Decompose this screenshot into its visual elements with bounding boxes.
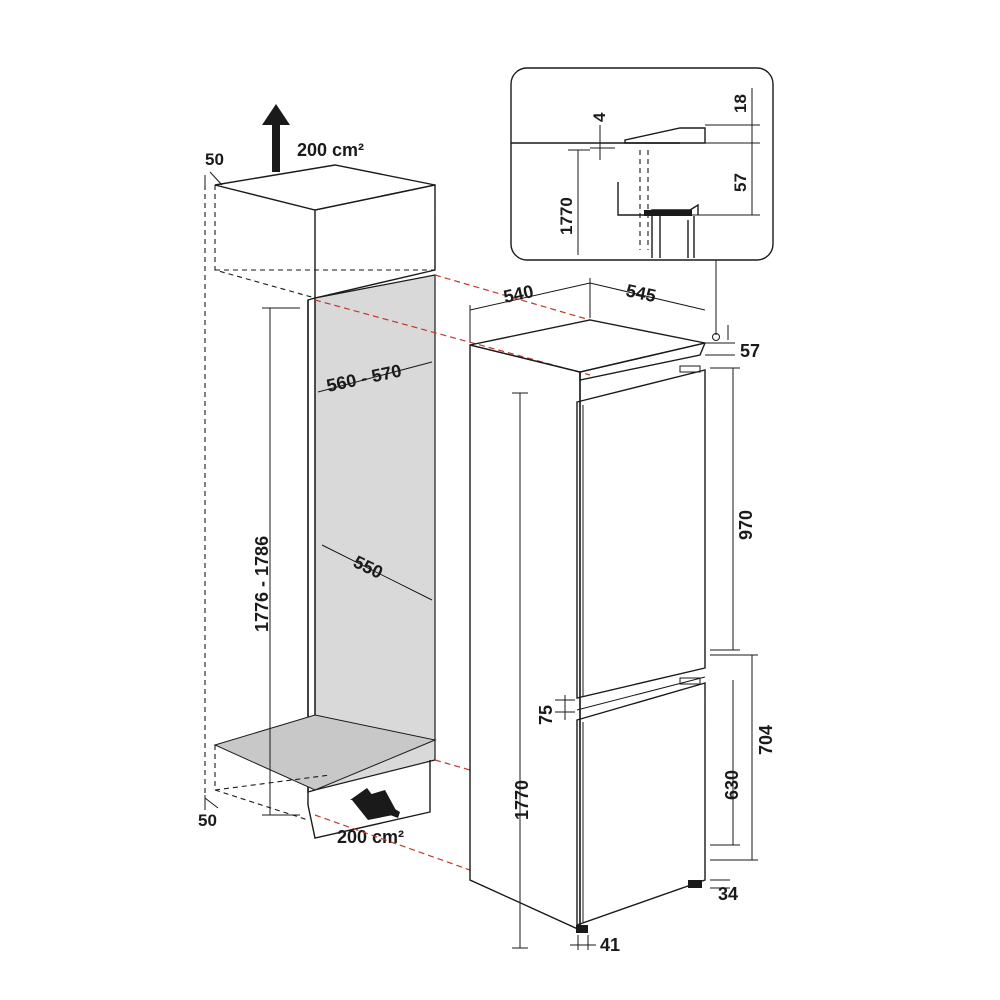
foot-depth-dim: 41: [570, 935, 620, 955]
detail-pointer: [712, 333, 720, 341]
lower-upper-dim: 704: [710, 654, 776, 861]
appliance-depth-label: 545: [624, 280, 658, 306]
detail-label-4: 4: [590, 112, 609, 122]
appliance-width-label: 540: [502, 281, 536, 307]
upper-door: [576, 369, 706, 699]
lower-door: [576, 682, 706, 926]
arrow-up-icon: [262, 104, 290, 172]
vent-bottom-label: 200 cm²: [337, 827, 404, 847]
upper-height-label: 970: [736, 510, 756, 540]
niche-height-label: 1776 - 1786: [252, 536, 272, 632]
detail-label-18: 18: [731, 94, 750, 113]
foot-right: [688, 880, 702, 888]
vent-top-label: 200 cm²: [297, 140, 364, 160]
cabinet-bottom-gap-label: 50: [198, 811, 217, 830]
lower-hinge: [679, 677, 701, 685]
upper-height-dim: 970: [710, 367, 756, 651]
appliance-depth-dim: 545: [589, 280, 706, 311]
base-offset-label: 34: [718, 884, 738, 904]
top-offset-dim: 57: [705, 325, 760, 361]
vent-bottom: 200 cm²: [337, 788, 404, 847]
top-offset-label: 57: [740, 341, 760, 361]
cabinet-niche: [204, 164, 437, 839]
appliance-height-dim: 1770: [512, 392, 532, 949]
niche-height-dim: 1776 - 1786: [252, 307, 300, 816]
niche-back: [314, 274, 436, 791]
cabinet-top-gap-label: 50: [205, 150, 224, 169]
detail-frame: [510, 67, 774, 261]
appliance-height-label: 1770: [512, 780, 532, 820]
door-gap-dim: 75: [536, 695, 575, 725]
detail-label-57: 57: [731, 173, 750, 192]
detail-inset: 4 1770 18 57: [510, 67, 774, 341]
appliance-top: [469, 319, 706, 373]
appliance: [469, 319, 706, 933]
upper-hinge: [679, 365, 701, 373]
alignment-guides: [314, 274, 591, 871]
foot-front: [576, 925, 588, 933]
base-offset-dim: 34: [710, 879, 738, 904]
wall-unit-top: [214, 164, 436, 211]
appliance-side: [469, 344, 581, 932]
door-gap-label: 75: [536, 705, 556, 725]
foot-depth-label: 41: [600, 935, 620, 955]
vent-top: 200 cm²: [262, 104, 364, 172]
lower-upper-label: 704: [756, 725, 776, 755]
lower-door-dim: 630: [710, 680, 742, 846]
wall-unit-left-dash: [214, 185, 316, 299]
lower-door-label: 630: [722, 770, 742, 800]
detail-label-1770: 1770: [557, 197, 576, 235]
